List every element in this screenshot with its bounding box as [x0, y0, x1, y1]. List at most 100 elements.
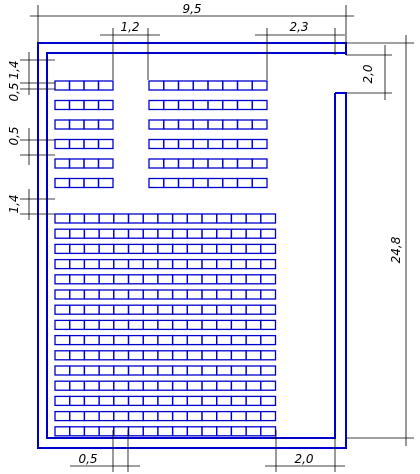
seat — [230, 304, 247, 315]
seat — [207, 138, 224, 150]
seat — [201, 243, 218, 255]
seat — [216, 365, 233, 376]
rear-seating-block — [54, 213, 277, 437]
seat — [54, 177, 71, 189]
seat — [171, 289, 188, 300]
seat — [83, 274, 100, 285]
seat — [113, 410, 130, 422]
seat — [216, 380, 233, 391]
seat — [97, 99, 114, 111]
seat — [127, 350, 144, 361]
dim-bottom-right-gap: 2,0 — [294, 452, 313, 466]
seat — [54, 334, 71, 346]
seat — [98, 410, 115, 422]
seat — [186, 213, 203, 224]
seat — [171, 334, 188, 346]
inner-wall — [46, 52, 346, 439]
front-left-seating-block — [54, 80, 114, 189]
seat — [216, 289, 233, 300]
seat — [177, 99, 194, 111]
seat — [83, 138, 100, 150]
seat — [68, 158, 85, 169]
seat — [69, 350, 86, 361]
seat — [177, 138, 194, 150]
seat — [216, 213, 233, 224]
seat — [69, 274, 86, 285]
seat — [260, 334, 277, 346]
seat — [245, 380, 262, 391]
seat — [98, 334, 115, 346]
seat — [142, 213, 159, 224]
seat — [69, 289, 86, 300]
seat — [83, 365, 100, 376]
seat — [127, 410, 144, 422]
seat — [171, 350, 188, 361]
seat — [113, 426, 130, 437]
seat — [236, 158, 253, 169]
seat — [260, 395, 277, 407]
seat — [148, 158, 165, 169]
seat — [230, 258, 247, 270]
seat — [54, 410, 71, 422]
seat — [201, 304, 218, 315]
seat — [142, 365, 159, 376]
seat — [207, 177, 224, 189]
seat — [127, 228, 144, 239]
seat — [83, 350, 100, 361]
seat — [98, 289, 115, 300]
seat — [260, 258, 277, 270]
seat — [113, 243, 130, 255]
seat — [245, 228, 262, 239]
seat — [171, 228, 188, 239]
seat — [260, 410, 277, 422]
seat — [113, 228, 130, 239]
seat — [171, 319, 188, 331]
seat — [230, 213, 247, 224]
seat — [148, 177, 165, 189]
seat — [157, 304, 174, 315]
seat — [236, 177, 253, 189]
seat — [97, 158, 114, 169]
seat — [260, 365, 277, 376]
seat — [113, 304, 130, 315]
seat — [148, 99, 165, 111]
dim-entrance-height: 2,0 — [361, 64, 375, 83]
seat — [54, 274, 71, 285]
seat — [69, 319, 86, 331]
seat — [251, 80, 268, 91]
seat — [186, 426, 203, 437]
dim-aisle-width: 1,2 — [120, 20, 139, 34]
seat — [148, 138, 165, 150]
seat — [230, 228, 247, 239]
seat — [245, 258, 262, 270]
seat — [216, 426, 233, 437]
seat — [83, 334, 100, 346]
seat — [222, 99, 239, 111]
seat — [113, 213, 130, 224]
seat — [201, 228, 218, 239]
seat — [97, 177, 114, 189]
seat — [98, 243, 115, 255]
seat — [192, 80, 209, 91]
seat — [260, 274, 277, 285]
seat — [69, 258, 86, 270]
seat — [177, 80, 194, 91]
seat — [54, 258, 71, 270]
seat — [54, 213, 71, 224]
seat — [113, 274, 130, 285]
seat — [157, 258, 174, 270]
seat — [245, 319, 262, 331]
seat — [113, 319, 130, 331]
seat — [83, 99, 100, 111]
seat — [69, 380, 86, 391]
seat — [157, 334, 174, 346]
seat — [216, 243, 233, 255]
seat — [142, 426, 159, 437]
seat — [260, 380, 277, 391]
seat — [54, 380, 71, 391]
dimension-lines — [20, 5, 414, 472]
seat — [68, 99, 85, 111]
seat — [98, 395, 115, 407]
seat — [69, 365, 86, 376]
seat — [83, 228, 100, 239]
